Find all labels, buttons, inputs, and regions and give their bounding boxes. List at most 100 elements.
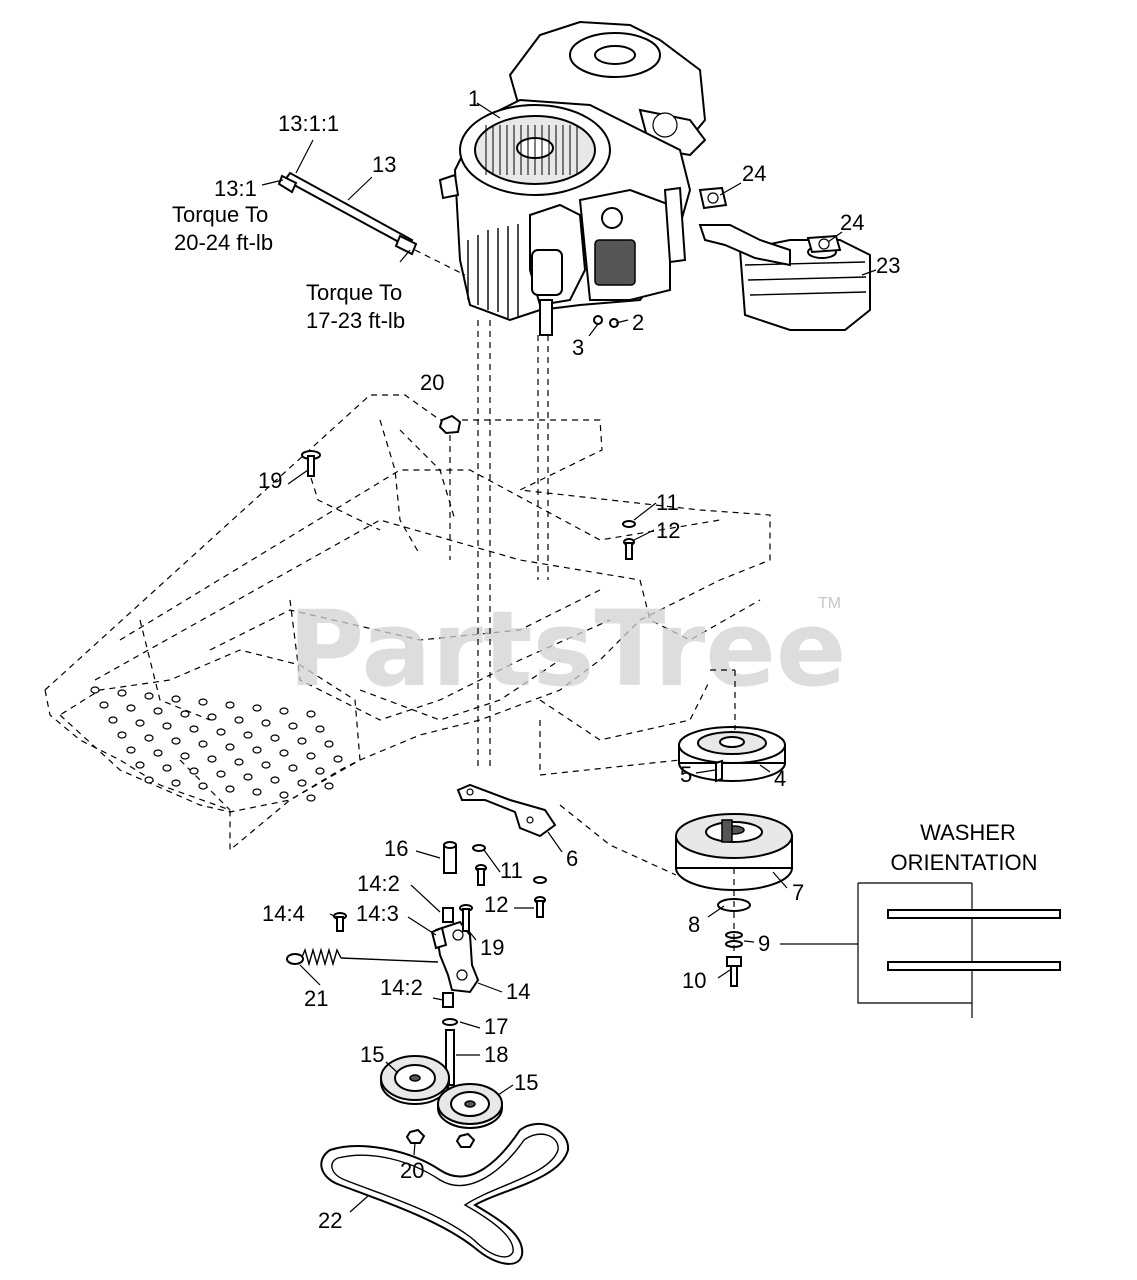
washer-lower-right xyxy=(533,876,547,884)
floor-pan-hole xyxy=(171,779,181,787)
floor-pan-hole xyxy=(126,746,136,754)
idler-pulley-left xyxy=(380,1055,450,1105)
floor-pan-hole xyxy=(252,704,262,712)
torque-note-lower-line2: 17-23 ft-lb xyxy=(306,308,405,333)
callout-14: 14 xyxy=(506,979,530,1004)
engine-washer xyxy=(593,315,603,325)
floor-pan-hole xyxy=(243,773,253,781)
idler-nut-right xyxy=(455,1132,476,1148)
callout-14-2-lower: 14:2 xyxy=(380,975,423,1000)
callout-3: 3 xyxy=(572,335,584,360)
floor-pan-hole xyxy=(117,731,127,739)
callout-18: 18 xyxy=(484,1042,508,1067)
floor-pan-hole xyxy=(189,725,199,733)
callout-11-lower: 11 xyxy=(500,858,523,883)
callout-14-4: 14:4 xyxy=(262,901,305,926)
floor-pan-hole xyxy=(324,782,334,790)
callout-13-1: 13:1 xyxy=(214,176,257,201)
callout-20-upper: 20 xyxy=(420,370,444,395)
floor-pan-hole xyxy=(261,761,271,769)
callout-15-right: 15 xyxy=(514,1070,538,1095)
floor-pan-hole xyxy=(270,776,280,784)
floor-pan-hole xyxy=(225,785,235,793)
callout-5: 5 xyxy=(680,762,692,787)
floor-pan-hole xyxy=(144,776,154,784)
floor-pan-hole xyxy=(171,695,181,703)
torque-note-lower: Torque To 17-23 ft-lb xyxy=(306,280,405,333)
engine-pulley xyxy=(678,726,786,782)
frame-nut xyxy=(438,414,462,435)
callout-13: 13 xyxy=(372,152,396,177)
floor-pan-hole xyxy=(333,755,343,763)
idler-bushing-lower xyxy=(442,992,454,1008)
floor-pan-hole xyxy=(225,743,235,751)
callout-20-lower: 20 xyxy=(400,1158,424,1183)
idler-washer xyxy=(442,1018,458,1026)
torque-note-upper-line2: 20-24 ft-lb xyxy=(174,230,273,255)
floor-pan-hole xyxy=(243,731,253,739)
bolt-lower-right xyxy=(534,896,546,918)
callout-2: 2 xyxy=(632,310,644,335)
torque-note-lower-line1: Torque To xyxy=(306,280,402,305)
floor-pan-hole xyxy=(144,692,154,700)
callout-23: 23 xyxy=(876,253,900,278)
floor-pan-hole xyxy=(90,686,100,694)
floor-pan-hole xyxy=(306,752,316,760)
washer-orientation-title-line1: WASHER xyxy=(920,820,1016,845)
idler-nut-left xyxy=(405,1128,426,1144)
floor-pan-hole xyxy=(252,746,262,754)
floor-pan-hole xyxy=(108,716,118,724)
pump-drive-belt xyxy=(320,1123,570,1265)
electric-pto-clutch xyxy=(675,813,793,891)
floor-pan-hole xyxy=(162,722,172,730)
washer-lower-left xyxy=(472,844,486,852)
callout-labels: 1 13:1:1 13 13:1 24 24 23 2 3 20 19 11 1… xyxy=(214,86,900,1233)
idler-shaft xyxy=(445,1029,455,1086)
floor-pan-hole xyxy=(252,788,262,796)
floor-pan-hole xyxy=(180,752,190,760)
floor-pan-hole xyxy=(279,749,289,757)
idler-pulley-right xyxy=(437,1083,503,1129)
floor-pan-hole xyxy=(207,755,217,763)
callout-6: 6 xyxy=(566,846,578,871)
idler-bushing-upper xyxy=(442,907,454,923)
floor-pan-hole xyxy=(117,689,127,697)
washer-upper xyxy=(622,520,636,528)
idler-arm-stud xyxy=(430,926,448,950)
floor-pan-hole xyxy=(324,740,334,748)
callout-14-2-upper: 14:2 xyxy=(357,871,400,896)
washer-orientation-inset xyxy=(780,882,1061,1018)
callout-19-lower: 19 xyxy=(480,935,504,960)
floor-pan-hole xyxy=(234,758,244,766)
extension-spring xyxy=(286,947,439,967)
carriage-bolt-upper xyxy=(301,450,381,531)
floor-pan-hole xyxy=(135,719,145,727)
floor-pan-hole xyxy=(135,761,145,769)
engine-fan-grille xyxy=(485,125,578,175)
callout-7: 7 xyxy=(792,880,804,905)
muffler xyxy=(698,224,871,331)
bolt-lower-left xyxy=(475,864,487,886)
floor-pan-hole xyxy=(171,737,181,745)
idler-spacer xyxy=(443,841,457,874)
floor-pan-hole xyxy=(288,764,298,772)
floor-pan-hole xyxy=(306,794,316,802)
spring-anchor-bolt xyxy=(333,912,347,932)
callout-24-upper: 24 xyxy=(742,161,766,186)
oil-drain-hose xyxy=(277,171,466,276)
callout-9: 9 xyxy=(758,931,770,956)
floor-pan-hole xyxy=(144,734,154,742)
floor-pan-holes xyxy=(90,686,343,802)
callout-15-left: 15 xyxy=(360,1042,384,1067)
callout-4: 4 xyxy=(774,766,786,791)
floor-pan-hole xyxy=(270,734,280,742)
floor-pan-hole xyxy=(99,701,109,709)
floor-pan-hole xyxy=(315,725,325,733)
floor-pan-hole xyxy=(153,707,163,715)
floor-pan-hole xyxy=(225,701,235,709)
callout-1: 1 xyxy=(468,86,480,111)
engine xyxy=(438,20,707,336)
floor-pan-hole xyxy=(234,716,244,724)
callout-11-upper: 11 xyxy=(656,490,679,515)
